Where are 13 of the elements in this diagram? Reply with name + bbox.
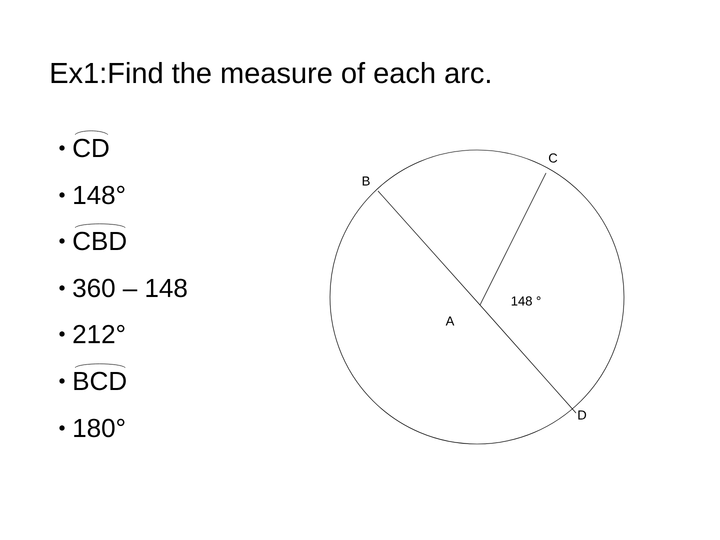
list-item: CBD <box>74 232 126 250</box>
point-label: D <box>578 410 586 420</box>
list-item: 212° <box>74 324 124 344</box>
list-item: BCD <box>74 372 126 390</box>
list-item: 180° <box>74 418 124 438</box>
title: Ex1:Find the measure of each arc. <box>52 62 490 84</box>
point-label: A <box>446 316 454 326</box>
list-item: CD <box>74 138 109 158</box>
point-label: B <box>362 176 370 186</box>
list-item: 148° <box>74 186 124 204</box>
point-label: C <box>548 153 558 163</box>
list-item: 360 – 148 <box>73 278 187 298</box>
point-label: 148 ° <box>512 296 540 306</box>
